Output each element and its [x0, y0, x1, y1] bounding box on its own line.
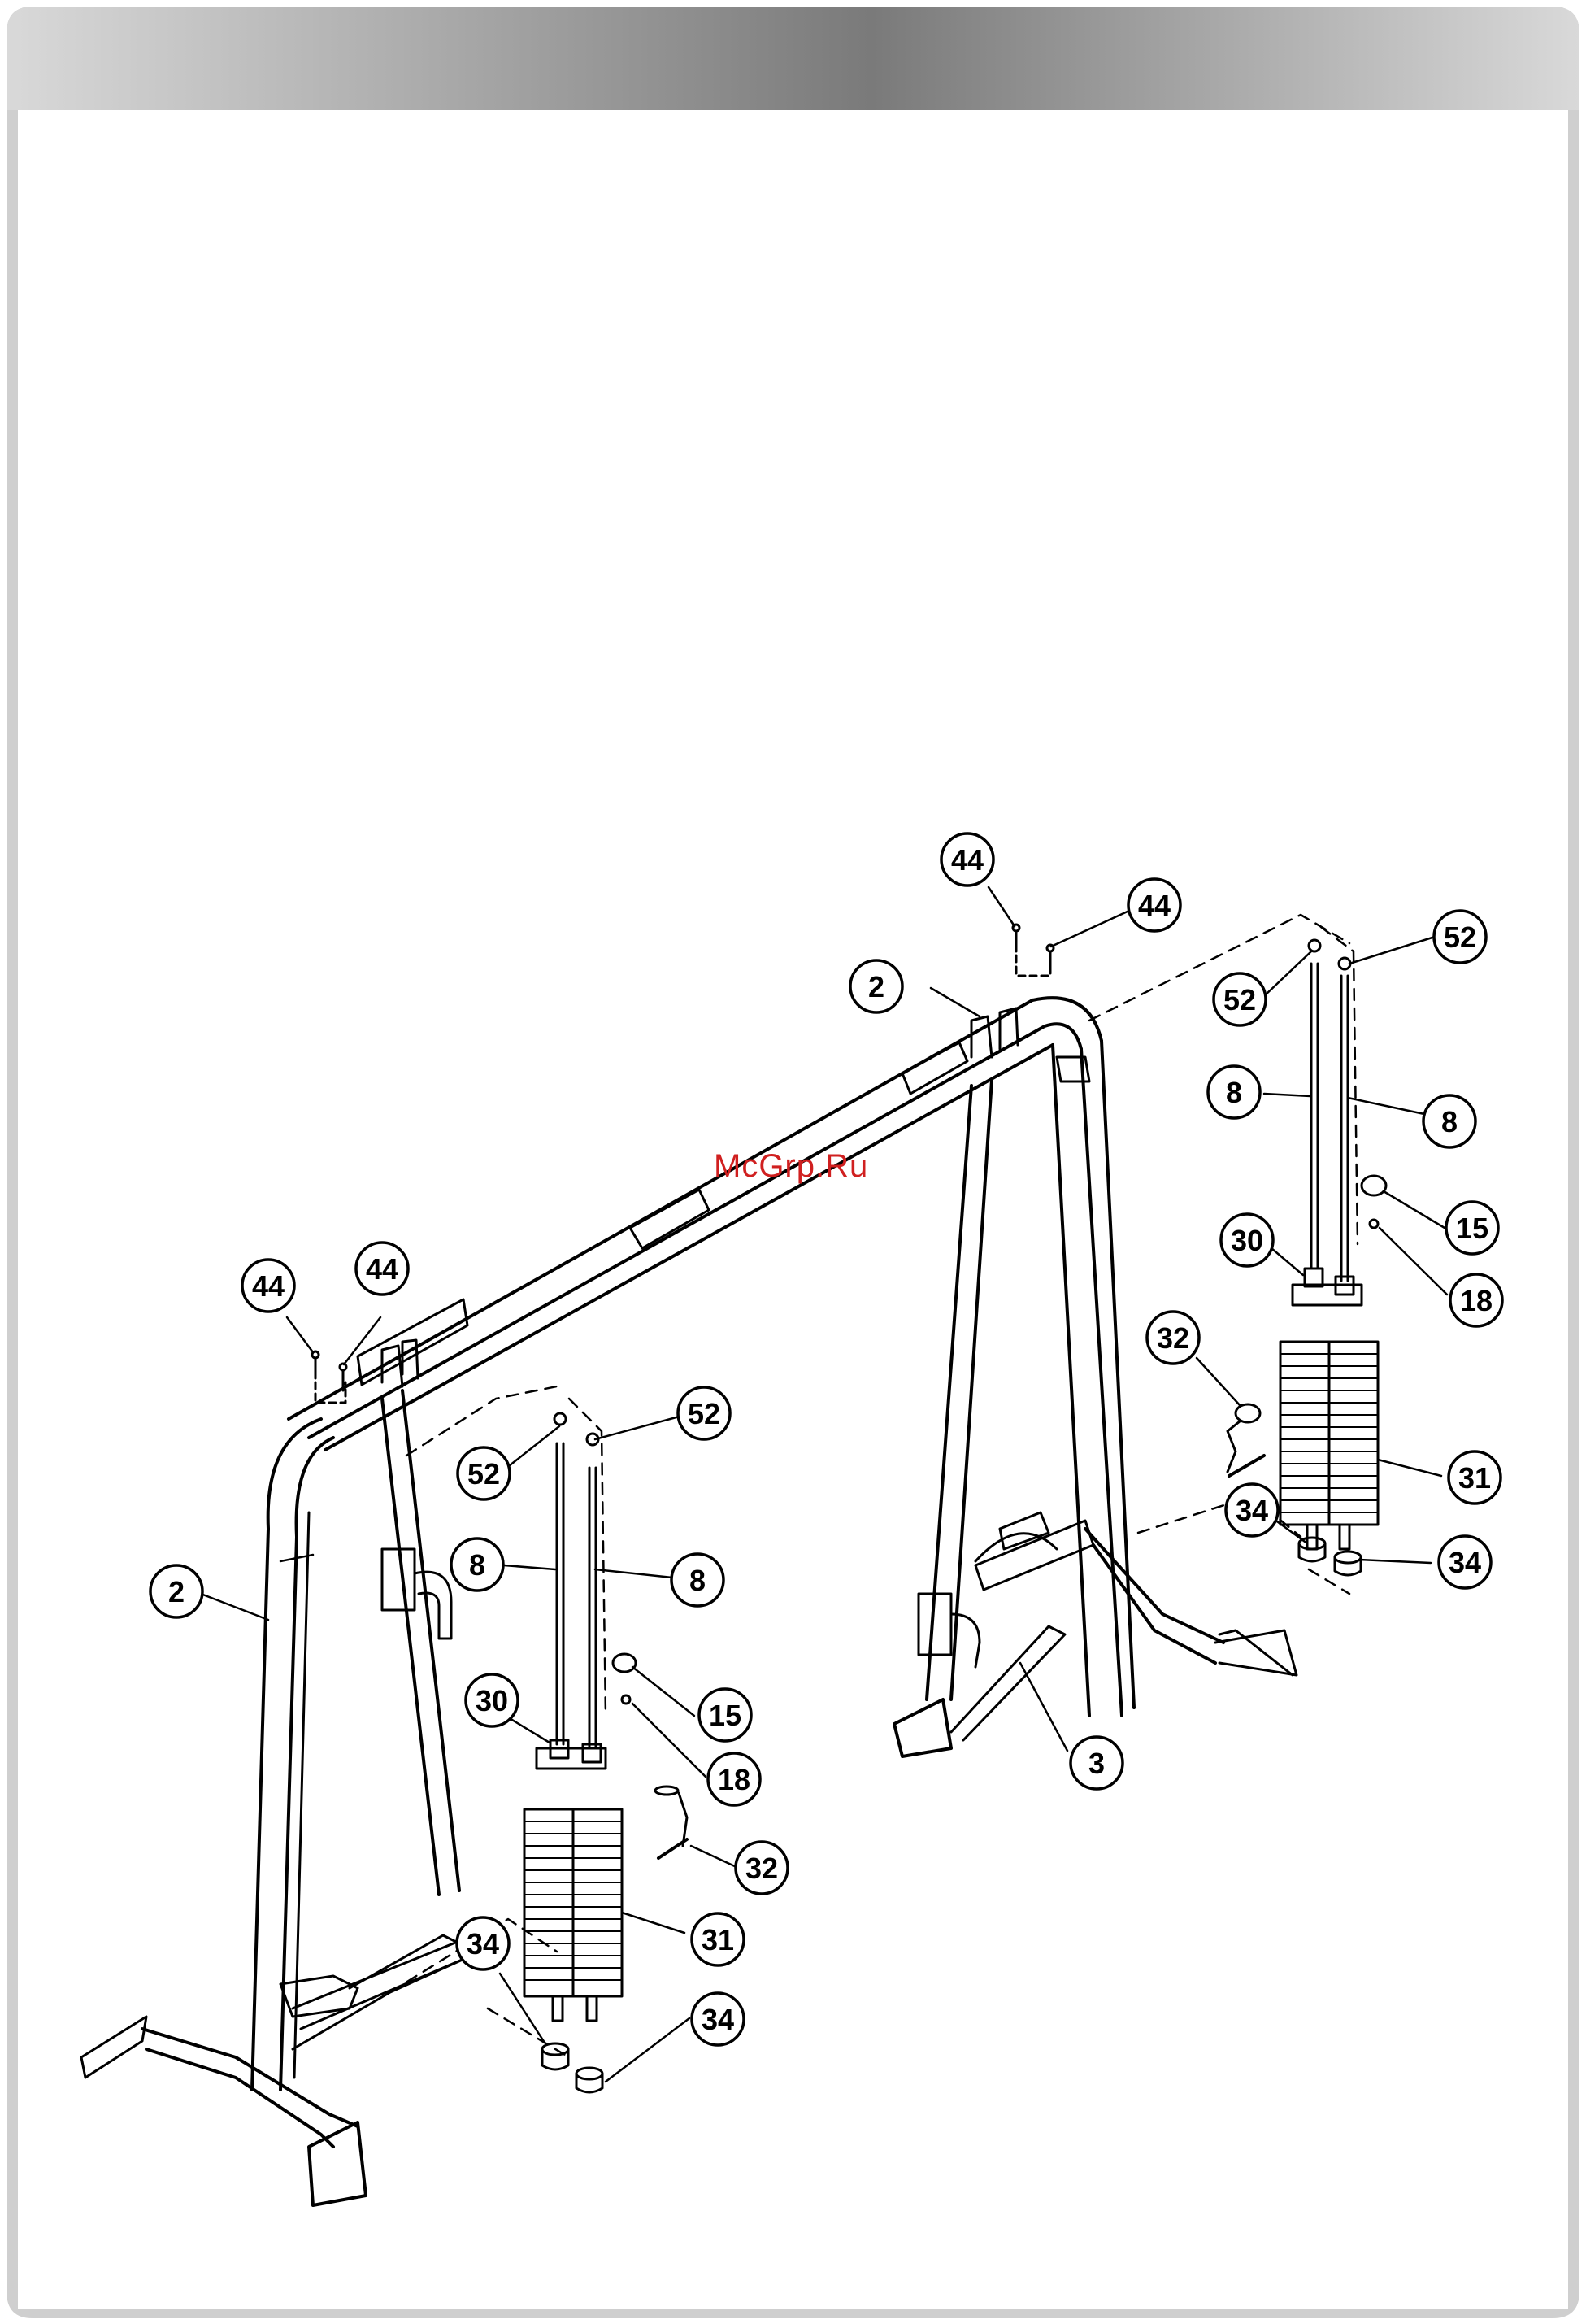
callout-31: 31 — [1449, 1451, 1501, 1504]
callout-label: 34 — [1449, 1546, 1481, 1579]
callout-label: 44 — [951, 843, 984, 877]
callout-52: 52 — [1434, 911, 1486, 963]
callout-label: 52 — [688, 1397, 720, 1430]
callout-3: 3 — [1071, 1737, 1123, 1789]
callout-label: 15 — [709, 1699, 741, 1732]
callout-label: 30 — [1231, 1224, 1263, 1257]
callout-label: 32 — [1157, 1321, 1189, 1355]
callout-label: 3 — [1088, 1747, 1105, 1780]
callout-30: 30 — [466, 1674, 518, 1726]
callout-label: 2 — [868, 970, 884, 1003]
callout-44: 44 — [1128, 879, 1180, 931]
callout-label: 8 — [469, 1548, 485, 1582]
callout-2: 2 — [150, 1565, 202, 1617]
callout-label: 18 — [1460, 1284, 1493, 1317]
callout-label: 15 — [1456, 1212, 1488, 1245]
callout-8: 8 — [671, 1554, 723, 1606]
callout-15: 15 — [1446, 1202, 1498, 1254]
callout-label: 52 — [467, 1457, 500, 1491]
callout-label: 8 — [1226, 1076, 1242, 1109]
callout-label: 44 — [1138, 889, 1171, 922]
callout-label: 34 — [702, 2003, 734, 2036]
callout-15: 15 — [699, 1689, 751, 1741]
callout-label: 44 — [366, 1252, 398, 1286]
callout-8: 8 — [451, 1538, 503, 1591]
callout-label: 30 — [476, 1684, 508, 1717]
callout-44: 44 — [356, 1243, 408, 1295]
callout-34: 34 — [457, 1917, 509, 1969]
callout-label: 52 — [1444, 920, 1476, 954]
callout-52: 52 — [678, 1387, 730, 1439]
callout-label: 8 — [1441, 1105, 1458, 1138]
callout-32: 32 — [1147, 1312, 1199, 1364]
callout-8: 8 — [1423, 1095, 1475, 1147]
callout-label: 31 — [1458, 1461, 1491, 1495]
callout-label: 8 — [689, 1564, 706, 1597]
callout-18: 18 — [1450, 1274, 1502, 1326]
callout-52: 52 — [458, 1447, 510, 1499]
callout-32: 32 — [736, 1842, 788, 1894]
header-band — [7, 7, 1579, 110]
callout-label: 32 — [745, 1852, 778, 1885]
callout-label: 34 — [1236, 1494, 1268, 1527]
callout-label: 18 — [718, 1763, 750, 1796]
callout-44: 44 — [941, 833, 993, 886]
callout-label: 52 — [1223, 983, 1256, 1016]
callout-8: 8 — [1208, 1066, 1260, 1118]
callout-30: 30 — [1221, 1214, 1273, 1266]
callout-44: 44 — [242, 1260, 294, 1312]
callout-label: 34 — [467, 1927, 499, 1961]
callout-2: 2 — [850, 960, 902, 1012]
watermark-text: McGrp.Ru — [714, 1148, 868, 1185]
callout-label: 2 — [168, 1575, 185, 1608]
callout-label: 44 — [252, 1269, 285, 1303]
callout-34: 34 — [1439, 1536, 1491, 1588]
callout-34: 34 — [692, 1993, 744, 2045]
callout-31: 31 — [692, 1913, 744, 1965]
callout-label: 31 — [702, 1923, 734, 1956]
callout-34: 34 — [1226, 1484, 1278, 1536]
callout-18: 18 — [708, 1753, 760, 1805]
callout-52: 52 — [1214, 973, 1266, 1025]
